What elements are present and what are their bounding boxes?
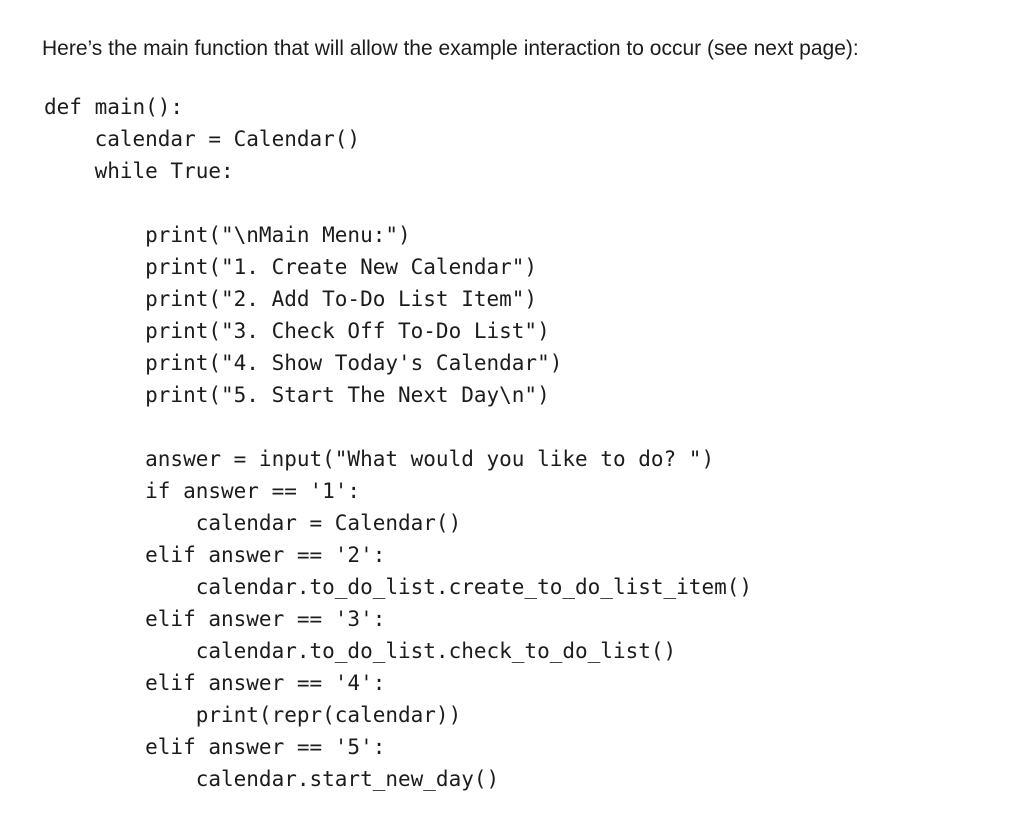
code-line: elif answer == '2': <box>44 543 386 567</box>
code-line: elif answer == '4': <box>44 671 386 695</box>
code-line: def main(): <box>44 95 184 119</box>
code-line: calendar.to_do_list.check_to_do_list() <box>44 639 677 663</box>
code-block: def main(): calendar = Calendar() while … <box>44 91 752 795</box>
code-line <box>44 187 752 219</box>
code-line: print("4. Show Today's Calendar") <box>44 351 563 375</box>
code-line: print("\nMain Menu:") <box>44 223 411 247</box>
code-line: print("3. Check Off To-Do List") <box>44 319 550 343</box>
code-line: while True: <box>44 159 234 183</box>
intro-text: Here’s the main function that will allow… <box>42 37 859 60</box>
code-line: elif answer == '3': <box>44 607 386 631</box>
code-line <box>44 411 752 443</box>
code-line: calendar.start_new_day() <box>44 767 500 791</box>
code-line: calendar = Calendar() <box>44 511 462 535</box>
code-line: print("1. Create New Calendar") <box>44 255 538 279</box>
code-line: print(repr(calendar)) <box>44 703 462 727</box>
code-line: print("5. Start The Next Day\n") <box>44 383 550 407</box>
code-line: print("2. Add To-Do List Item") <box>44 287 538 311</box>
code-line: calendar.to_do_list.create_to_do_list_it… <box>44 575 753 599</box>
code-line: answer = input("What would you like to d… <box>44 447 715 471</box>
code-line: elif answer == '5': <box>44 735 386 759</box>
code-line: calendar = Calendar() <box>44 127 361 151</box>
code-line: if answer == '1': <box>44 479 361 503</box>
